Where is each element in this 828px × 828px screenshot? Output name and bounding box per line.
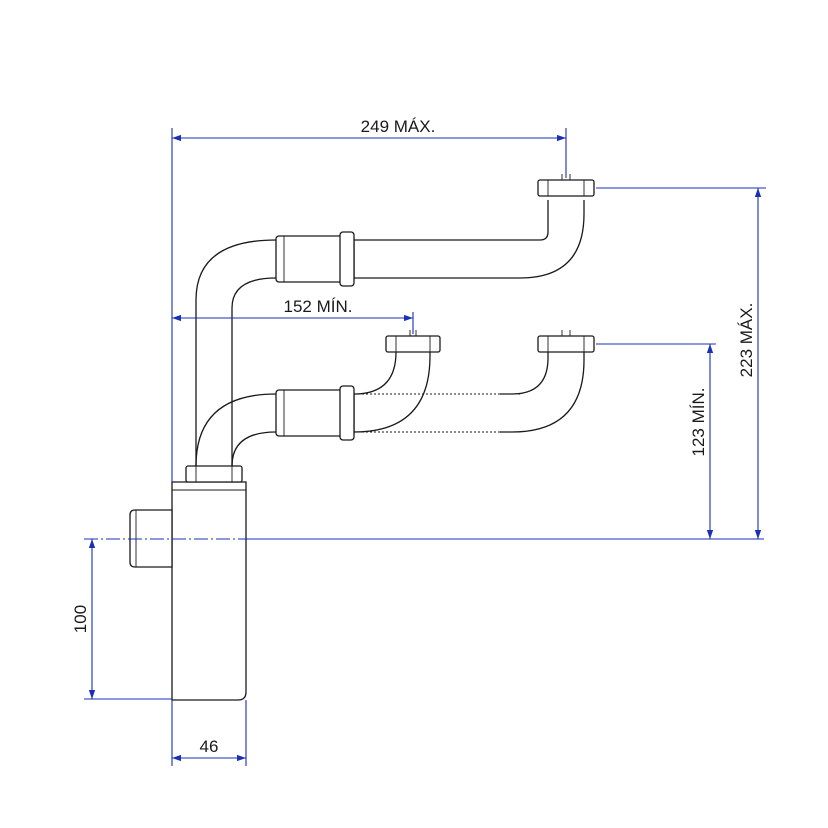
dimension-label-bottom-height: 100 <box>71 605 90 633</box>
hidden-lines <box>195 318 233 466</box>
lower-pipe-extended <box>354 352 585 433</box>
siphon-cup <box>171 481 247 701</box>
lower-mid-nut <box>385 330 441 353</box>
dimension-right-height-min: 123 MÍN. <box>596 343 716 539</box>
dimension-right-height-max: 223 MÁX. <box>596 187 766 539</box>
dimension-label-right-height-min: 123 MÍN. <box>689 388 708 457</box>
dimension-mid-width: 152 MÍN. <box>172 297 414 334</box>
dimension-label-bottom-width: 46 <box>200 737 219 756</box>
lower-right-nut <box>537 330 595 353</box>
dimension-label-mid-width: 152 MÍN. <box>284 297 353 316</box>
upper-right-nut <box>537 174 595 197</box>
dimension-bottom-width: 46 <box>171 700 247 766</box>
dimension-top-width: 249 MÁX. <box>171 117 567 482</box>
dimension-bottom-height: 100 <box>71 539 172 700</box>
lower-pipe <box>195 350 431 467</box>
dimension-label-right-height-max: 223 MÁX. <box>737 303 756 378</box>
dimension-label-top-width: 249 MÁX. <box>361 117 436 136</box>
upper-pipe <box>195 200 585 466</box>
cup-top-nut <box>185 465 243 483</box>
